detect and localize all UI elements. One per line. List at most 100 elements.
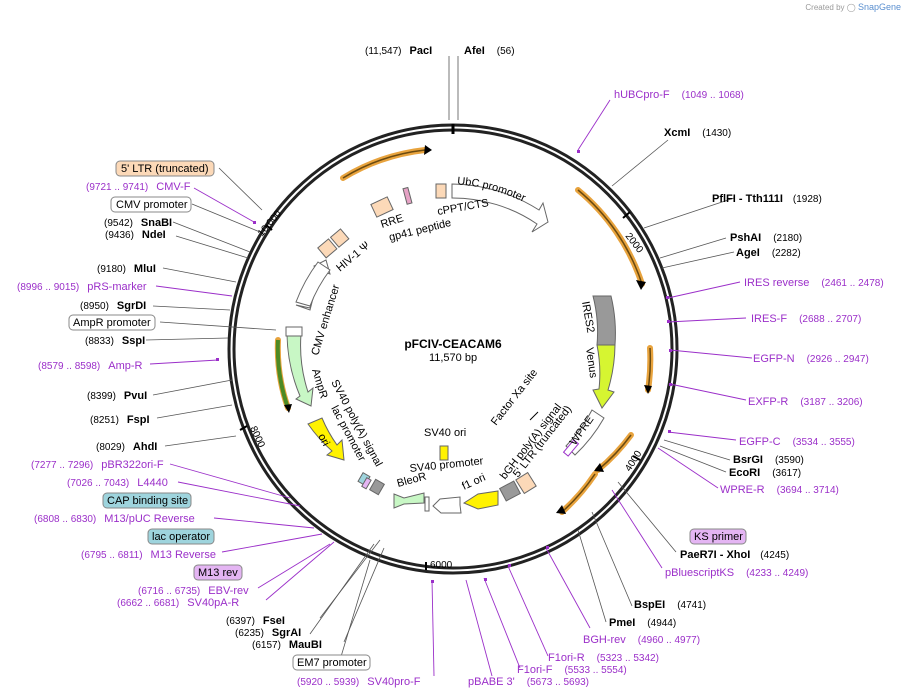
svg-text:EM7 promoter: EM7 promoter — [297, 657, 367, 669]
snapgene-logo-icon: ◯ — [846, 3, 856, 12]
feature-rre-box — [370, 196, 394, 218]
feature-f1-ori: f1 ori — [460, 472, 499, 510]
feature-label-factor-xa: Factor Xa site — [489, 367, 540, 428]
primer-m13-reverse[interactable]: (6795 .. 6811)M13 Reverse — [81, 549, 216, 561]
enzyme-fsei[interactable]: (6397)FseI — [226, 615, 285, 627]
enzyme-ndei[interactable]: (9436)NdeI — [105, 229, 166, 241]
enzyme-sgrai[interactable]: (6235)SgrAI — [235, 627, 301, 639]
svg-text:AmpR promoter: AmpR promoter — [73, 317, 151, 329]
tick-6000: 6000 — [425, 560, 453, 571]
feature-sv40-ori-box — [439, 445, 449, 461]
feature-ires2: IRES2 — [579, 295, 616, 346]
snapgene-brand: SnapGene — [857, 2, 901, 12]
box-lac-operator[interactable]: lac operator — [147, 528, 215, 545]
enzyme-mlui[interactable]: (9180)MluI — [97, 263, 156, 275]
enzyme-ecori[interactable]: EcoRI(3617) — [729, 467, 801, 479]
enzyme-bspei[interactable]: BspEI(4741) — [634, 599, 706, 611]
primer-ebv-rev[interactable]: (6716 .. 6735)EBV-rev — [138, 585, 249, 597]
primer-bgh-rev[interactable]: BGH-rev(4960 .. 4977) — [583, 634, 700, 646]
primer-cmv-f[interactable]: (9721 .. 9741)CMV-F — [86, 181, 191, 193]
feature-bgh-box — [498, 480, 522, 502]
enzyme-xcmi[interactable]: XcmI(1430) — [664, 127, 731, 139]
box-ks-primer[interactable]: KS primer — [689, 528, 747, 545]
enzyme-maubi[interactable]: (6157)MauBI — [252, 639, 322, 651]
tick-label-6000: 6000 — [430, 560, 453, 571]
primer-labels: hUBCpro-F(1049 .. 1068) IRES reverse(246… — [17, 89, 884, 688]
box-5ltr-truncated[interactable]: 5' LTR (truncated) — [115, 160, 215, 177]
box-em7-promoter[interactable]: EM7 promoter — [292, 654, 371, 671]
box-m13-rev[interactable]: M13 rev — [193, 564, 243, 581]
primer-m13-puc-reverse[interactable]: (6808 .. 6830)M13/pUC Reverse — [34, 513, 195, 525]
enzyme-afei[interactable]: AfeI(56) — [464, 45, 515, 57]
primer-leader-lines — [149, 99, 753, 677]
lac-region-boxes — [357, 471, 386, 496]
primer-wpre-r[interactable]: WPRE-R(3694 .. 3714) — [720, 484, 839, 496]
enzyme-pvui[interactable]: (8399)PvuI — [87, 390, 147, 402]
feature-label-venus: Venus — [583, 347, 599, 379]
feature-5ltr-box — [515, 471, 537, 495]
primer-egfp-n[interactable]: EGFP-N(2926 .. 2947) — [753, 353, 869, 365]
enzyme-paci[interactable]: (11,547)PacI — [365, 45, 432, 57]
enzyme-sgrdi[interactable]: (8950)SgrDI — [80, 300, 146, 312]
tick-10000: 10,000 — [256, 208, 284, 239]
primer-prs-marker[interactable]: (8996 .. 9015)pRS-marker — [17, 281, 147, 293]
primer-f1ori-f[interactable]: F1ori-F(5533 .. 5554) — [517, 664, 627, 676]
box-cap-binding-site[interactable]: CAP binding site — [102, 492, 192, 509]
leader-lines — [145, 56, 735, 661]
svg-text:CMV promoter: CMV promoter — [116, 199, 188, 211]
enzyme-sspi[interactable]: (8833)SspI — [85, 335, 145, 347]
box-ampr-promoter[interactable]: AmpR promoter — [68, 314, 156, 331]
tick-label-10000: 10,000 — [256, 208, 284, 239]
primer-f1ori-r[interactable]: F1ori-R(5323 .. 5342) — [548, 652, 659, 664]
primer-pbabe3[interactable]: pBABE 3'(5673 .. 5693) — [468, 676, 589, 688]
box-cmv-promoter[interactable]: CMV promoter — [110, 196, 192, 213]
primer-egfp-c[interactable]: EGFP-C(3534 .. 3555) — [739, 436, 855, 448]
primer-sv40pa-r[interactable]: (6662 .. 6681)SV40pA-R — [117, 597, 239, 609]
svg-text:lac operator: lac operator — [152, 531, 210, 543]
created-by-text: Created by — [805, 3, 845, 12]
feature-label-5ltr-inner: 5' LTR (truncated) — [511, 404, 574, 480]
snapgene-watermark: Created by ◯ SnapGene — [805, 2, 901, 12]
feature-cmv-enhancer: CMV enhancer — [295, 259, 342, 357]
feature-wpre: WPRE — [562, 409, 605, 457]
primer-sv40pro-f[interactable]: (5920 .. 5939)SV40pro-F — [297, 676, 421, 688]
feature-label-sv40-ori: SV40 ori — [424, 427, 466, 439]
feature-label-ires2: IRES2 — [579, 300, 596, 333]
primer-exfp-r[interactable]: EXFP-R(3187 .. 3206) — [748, 396, 863, 408]
primer-amp-r[interactable]: (8579 .. 8598)Amp-R — [38, 360, 143, 372]
plasmid-length: 11,570 bp — [429, 352, 477, 364]
ampr-promoter-box — [285, 326, 303, 337]
enzyme-fspi[interactable]: (8251)FspI — [90, 414, 150, 426]
primer-ires-reverse[interactable]: IRES reverse(2461 .. 2478) — [744, 277, 884, 289]
svg-text:M13 rev: M13 rev — [198, 567, 238, 579]
feature-label-ori: ori — [315, 432, 331, 448]
feature-label-cppt-cts: cPPT/CTS — [436, 197, 489, 218]
feature-label-f1-ori: f1 ori — [460, 472, 487, 493]
primer-pbr322ori-f[interactable]: (7277 .. 7296)pBR322ori-F — [31, 459, 164, 471]
enzyme-snabi[interactable]: (9542)SnaBI — [104, 217, 172, 229]
feature-venus: Venus — [583, 344, 616, 409]
primer-pbluescriptks[interactable]: pBluescriptKS(4233 .. 4249) — [665, 567, 808, 579]
tick-8000: 8000 — [239, 425, 267, 450]
feature-bleor: BleoR — [393, 471, 430, 512]
enzyme-pflfi-tth111i[interactable]: PflFI - Tth111I(1928) — [712, 193, 822, 205]
enzyme-pshai[interactable]: PshAI(2180) — [730, 232, 802, 244]
enzyme-bsrgi[interactable]: BsrGI(3590) — [733, 454, 804, 466]
plasmid-name: pFCIV-CEACAM6 — [404, 337, 502, 351]
svg-text:KS primer: KS primer — [694, 531, 743, 543]
sv40-polya-box — [368, 478, 386, 496]
enzyme-pmei[interactable]: PmeI(4944) — [609, 617, 676, 629]
enzyme-agei[interactable]: AgeI(2282) — [736, 247, 801, 259]
enzyme-paer7i-xhoi[interactable]: PaeR7I - XhoI(4245) — [680, 549, 789, 561]
svg-text:CAP binding site: CAP binding site — [107, 495, 188, 507]
primer-hubcpro-f[interactable]: hUBCpro-F(1049 .. 1068) — [614, 89, 744, 101]
factor-xa-leader — [529, 411, 539, 421]
primer-l4440[interactable]: (7026 .. 7043)L4440 — [67, 477, 168, 489]
feature-cppt-cts-box — [435, 183, 447, 199]
boxed-labels: 5' LTR (truncated) CMV promoter AmpR pro… — [68, 160, 747, 671]
primer-ires-f[interactable]: IRES-F(2688 .. 2707) — [751, 313, 861, 325]
amp-primer-arc — [275, 339, 290, 409]
svg-text:5' LTR (truncated): 5' LTR (truncated) — [121, 163, 208, 175]
enzyme-ahdi[interactable]: (8029)AhdI — [96, 441, 157, 453]
